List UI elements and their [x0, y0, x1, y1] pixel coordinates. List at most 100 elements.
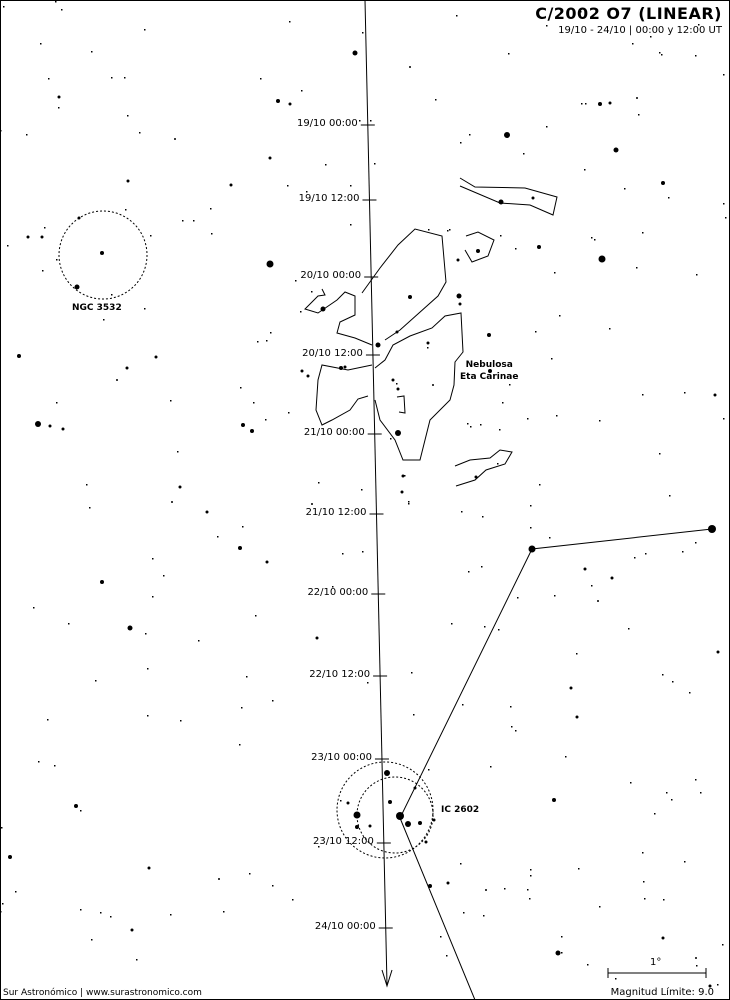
- faint-star: [127, 115, 129, 117]
- ic-2602-label: IC 2602: [441, 805, 480, 815]
- star: [26, 235, 30, 239]
- star: [716, 650, 720, 654]
- star: [531, 196, 535, 200]
- star: [311, 503, 313, 505]
- track-tick-label: 22/10 12:00: [309, 669, 371, 680]
- star: [395, 330, 399, 334]
- faint-star: [632, 43, 634, 45]
- faint-star: [350, 224, 352, 226]
- faint-star: [318, 846, 320, 848]
- faint-star: [147, 715, 149, 717]
- faint-star: [306, 191, 308, 193]
- faint-star: [456, 15, 458, 17]
- faint-star: [260, 78, 262, 80]
- faint-star: [33, 607, 35, 609]
- faint-star: [698, 24, 700, 26]
- faint-star: [668, 197, 670, 199]
- faint-star: [551, 358, 553, 360]
- faint-star: [554, 272, 556, 274]
- star: [250, 429, 254, 433]
- faint-star: [669, 495, 671, 497]
- faint-star: [587, 964, 589, 966]
- star: [130, 928, 134, 932]
- faint-star: [650, 36, 652, 38]
- faint-star: [530, 875, 532, 877]
- faint-star: [300, 311, 302, 313]
- star: [126, 179, 130, 183]
- faint-star: [362, 551, 364, 553]
- faint-star: [499, 429, 501, 431]
- star: [424, 840, 428, 844]
- star: [474, 475, 478, 479]
- faint-star: [581, 103, 583, 105]
- star: [575, 715, 579, 719]
- faint-star: [638, 114, 640, 116]
- faint-star: [367, 682, 369, 684]
- faint-star: [68, 623, 70, 625]
- faint-star: [26, 134, 28, 136]
- faint-star: [695, 542, 697, 544]
- faint-star: [270, 332, 272, 334]
- faint-star: [447, 230, 449, 232]
- faint-star: [144, 308, 146, 310]
- faint-star: [642, 852, 644, 854]
- star: [35, 421, 41, 427]
- faint-star: [530, 505, 532, 507]
- faint-star: [554, 595, 556, 597]
- faint-star: [47, 719, 49, 721]
- faint-star: [634, 557, 636, 559]
- faint-star: [723, 418, 725, 420]
- faint-star: [125, 209, 127, 211]
- eta-carinae-label: Nebulosa Eta Carinae: [460, 359, 518, 383]
- star: [598, 102, 602, 106]
- faint-star: [289, 21, 291, 23]
- faint-star: [89, 507, 91, 509]
- star: [661, 936, 665, 940]
- faint-star: [462, 704, 464, 706]
- star: [597, 600, 599, 602]
- faint-star: [3, 6, 5, 8]
- star: [300, 369, 304, 373]
- faint-star: [481, 566, 483, 568]
- faint-star: [576, 653, 578, 655]
- star: [268, 156, 272, 160]
- faint-star: [642, 394, 644, 396]
- faint-star: [723, 74, 725, 76]
- faint-star: [242, 526, 244, 528]
- star: [57, 95, 61, 99]
- star: [456, 293, 462, 299]
- faint-star: [152, 596, 154, 598]
- faint-star: [615, 978, 617, 980]
- track-tick-label: 23/10 00:00: [311, 752, 372, 763]
- star: [355, 825, 359, 829]
- star: [405, 821, 411, 827]
- faint-star: [527, 889, 529, 891]
- faint-star: [223, 911, 225, 913]
- faint-star: [689, 692, 691, 694]
- faint-star: [662, 674, 664, 676]
- faint-star: [585, 103, 587, 105]
- faint-star: [482, 516, 484, 518]
- faint-star: [1, 827, 3, 829]
- constellation-line: [399, 528, 713, 1000]
- faint-star: [249, 873, 251, 875]
- star: [400, 490, 404, 494]
- faint-star: [144, 29, 146, 31]
- faint-star: [671, 799, 673, 801]
- track-tick-label: 21/10 00:00: [303, 427, 365, 438]
- faint-star: [211, 233, 213, 235]
- star: [598, 255, 606, 263]
- star: [396, 812, 404, 820]
- star: [205, 510, 209, 514]
- faint-star: [599, 906, 601, 908]
- nebula-outline-3: [304, 288, 373, 346]
- ic-2602-inner-circle: [356, 776, 434, 854]
- star: [339, 366, 343, 370]
- faint-star: [91, 51, 93, 53]
- star: [343, 365, 347, 369]
- faint-star: [498, 629, 500, 631]
- faint-star: [272, 700, 274, 702]
- faint-star: [483, 915, 485, 917]
- star: [583, 567, 587, 571]
- faint-star: [42, 270, 44, 272]
